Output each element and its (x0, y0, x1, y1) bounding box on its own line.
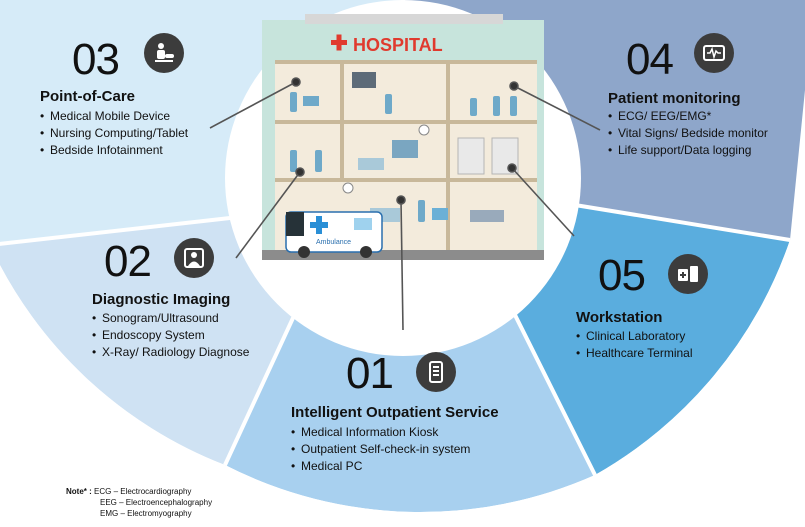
list-item: Bedside Infotainment (40, 142, 188, 159)
segment-items: Medical Mobile Device Nursing Computing/… (40, 108, 188, 159)
segment-title: Point-of-Care (40, 88, 135, 105)
list-item: Endoscopy System (92, 327, 249, 344)
segment-title: Diagnostic Imaging (92, 291, 231, 308)
hospital-illustration (262, 14, 544, 260)
kiosk-icon (416, 352, 456, 392)
segment-number: 02 (104, 237, 152, 286)
list-item: ECG/ EEG/EMG* (608, 108, 768, 125)
list-item: Medical Mobile Device (40, 108, 188, 125)
workstation-icon (668, 254, 708, 294)
segment-number: 05 (598, 251, 646, 300)
footnote-line: EMG – Electromyography (100, 509, 192, 518)
list-item: Nursing Computing/Tablet (40, 125, 188, 142)
ambulance (285, 211, 383, 258)
segment-title: Intelligent Outpatient Service (291, 404, 499, 421)
list-item: Sonogram/Ultrasound (92, 310, 249, 327)
caregiver-icon (144, 33, 184, 73)
segment-point-of-care (0, 0, 403, 244)
monitor-icon (694, 33, 734, 73)
segment-title: Patient monitoring (608, 90, 741, 107)
hospital-sign: HOSPITAL (353, 35, 443, 55)
segment-items: Medical Information Kiosk Outpatient Sel… (291, 424, 470, 475)
list-item: X-Ray/ Radiology Diagnose (92, 344, 249, 361)
xray-icon (174, 238, 214, 278)
segment-items: ECG/ EEG/EMG* Vital Signs/ Bedside monit… (608, 108, 768, 159)
ambulance-label: Ambulance (316, 239, 352, 246)
footnote-label: Note* : (66, 487, 92, 496)
list-item: Healthcare Terminal (576, 345, 693, 362)
footnote-line: EEG – Electroencephalography (100, 498, 213, 507)
segment-items: Sonogram/Ultrasound Endoscopy System X-R… (92, 310, 249, 361)
list-item: Clinical Laboratory (576, 328, 693, 345)
list-item: Outpatient Self-check-in system (291, 441, 470, 458)
segment-number: 03 (72, 35, 120, 84)
list-item: Vital Signs/ Bedside monitor (608, 125, 768, 142)
footnote: Note* : ECG – Electrocardiography EEG – … (66, 486, 212, 519)
segment-title: Workstation (576, 309, 663, 326)
segment-items: Clinical Laboratory Healthcare Terminal (576, 328, 693, 362)
list-item: Medical PC (291, 458, 470, 475)
footnote-line: ECG – Electrocardiography (94, 487, 192, 496)
segment-number: 04 (626, 35, 674, 84)
list-item: Medical Information Kiosk (291, 424, 470, 441)
list-item: Life support/Data logging (608, 142, 768, 159)
segment-number: 01 (346, 349, 394, 398)
